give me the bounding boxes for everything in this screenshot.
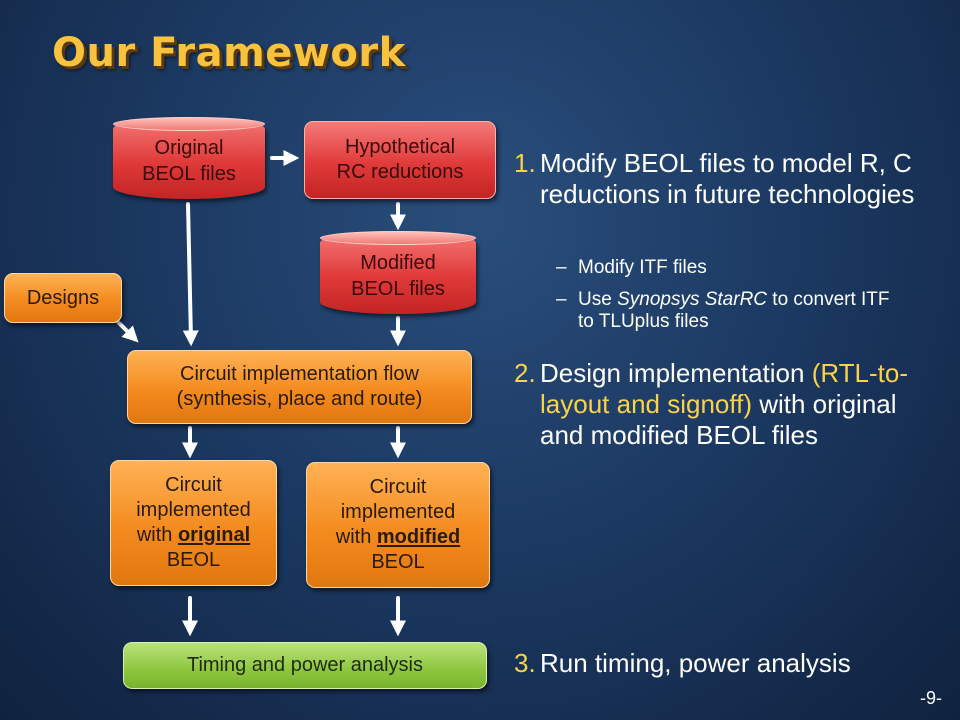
impl-modified-node: Circuit implemented with modified BEOL bbox=[306, 462, 490, 588]
designs-label: Designs bbox=[26, 286, 100, 309]
flow-line2: (synthesis, place and route) bbox=[176, 388, 423, 410]
substep-2-text-a: Use bbox=[578, 289, 618, 310]
step-3-number: 3. bbox=[514, 648, 536, 678]
modified-beol-files-node: Modified BEOL files bbox=[320, 231, 476, 314]
hypothetical-line2: RC reductions bbox=[336, 161, 464, 183]
flow-line1: Circuit implementation flow bbox=[180, 363, 419, 385]
step-2: 2. Design implementation (RTL-to-layout … bbox=[514, 358, 934, 451]
substep-2-dash: – bbox=[556, 289, 567, 310]
hypothetical-rc-node: Hypothetical RC reductions bbox=[304, 121, 496, 199]
impl-original-emphasis: original bbox=[177, 524, 251, 546]
analysis-label: Timing and power analysis bbox=[186, 654, 424, 676]
step-3-text: Run timing, power analysis bbox=[540, 648, 851, 678]
step-2-text-b: with original and modified BEOL files bbox=[540, 389, 897, 450]
step-3: 3. Run timing, power analysis bbox=[514, 648, 934, 679]
impl-original-line4: BEOL bbox=[166, 549, 221, 571]
step-1-text: Modify BEOL files to model R, C reductio… bbox=[540, 148, 915, 209]
timing-power-analysis-node: Timing and power analysis bbox=[123, 642, 487, 689]
step-2-text-a: Design implementation bbox=[540, 358, 812, 388]
impl-modified-line4: BEOL bbox=[371, 551, 425, 573]
step-1: 1. Modify BEOL files to model R, C reduc… bbox=[514, 148, 934, 210]
impl-original-line3: with bbox=[136, 524, 178, 546]
designs-node: Designs bbox=[4, 273, 122, 323]
hypothetical-line1: Hypothetical bbox=[344, 136, 456, 158]
step-1-number: 1. bbox=[514, 148, 536, 178]
substep-1-dash: – bbox=[556, 257, 567, 278]
substep-1: – Modify ITF files bbox=[556, 257, 896, 279]
impl-modified-line2: implemented bbox=[340, 501, 456, 523]
substep-2: – Use Synopsys StarRC to convert ITF to … bbox=[556, 289, 896, 333]
modified-beol-line1: Modified bbox=[360, 251, 436, 274]
modified-beol-line2: BEOL files bbox=[351, 277, 445, 300]
impl-original-line2: implemented bbox=[136, 499, 251, 521]
implementation-flow-node: Circuit implementation flow (synthesis, … bbox=[127, 350, 472, 424]
impl-modified-line1: Circuit bbox=[369, 476, 427, 498]
substep-2-text-b: to convert ITF to TLUplus files bbox=[578, 289, 890, 332]
arrow-original-to-flow bbox=[182, 202, 199, 347]
original-beol-line1: Original bbox=[154, 137, 224, 159]
impl-original-node: Circuit implemented with original BEOL bbox=[110, 460, 277, 586]
arrow-designs-to-flow bbox=[116, 320, 139, 343]
substep-2-tool: Synopsys StarRC bbox=[617, 289, 768, 310]
step-2-number: 2. bbox=[514, 358, 536, 388]
impl-modified-emphasis: modified bbox=[376, 526, 461, 548]
impl-original-line1: Circuit bbox=[165, 474, 222, 496]
page-number: -9- bbox=[920, 688, 942, 708]
step-2-highlight: (RTL-to-layout and signoff) bbox=[540, 358, 909, 419]
page-title: Our Framework bbox=[52, 30, 406, 76]
impl-modified-line3: with bbox=[335, 526, 377, 548]
substep-1-text: Modify ITF files bbox=[578, 257, 707, 278]
original-beol-line2: BEOL files bbox=[142, 163, 236, 185]
original-beol-files-node: Original BEOL files bbox=[113, 117, 265, 199]
